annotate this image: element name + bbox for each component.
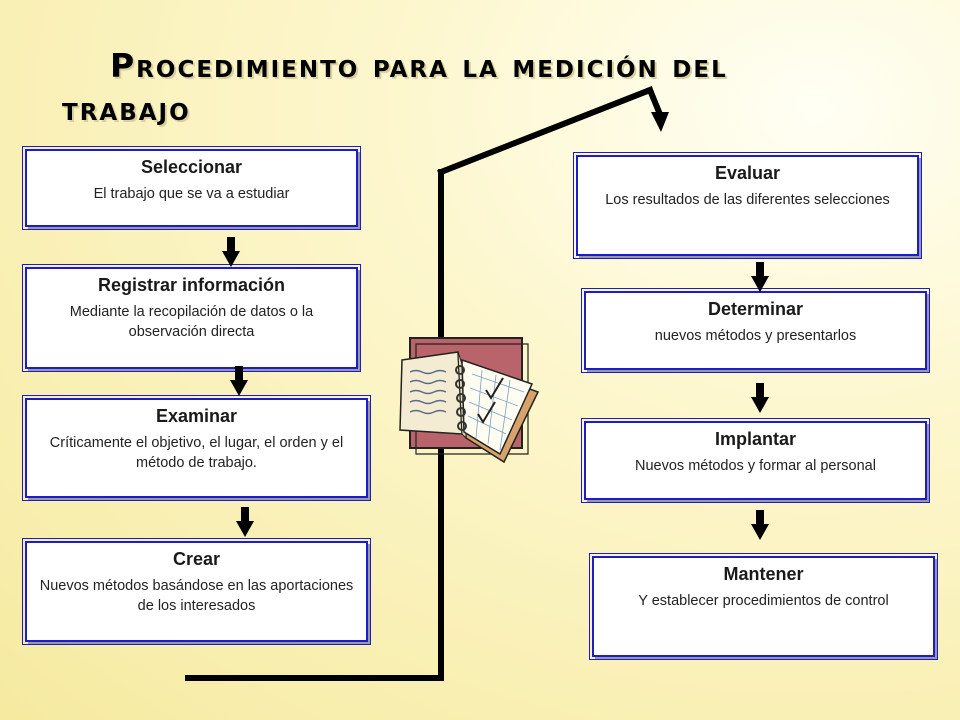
step-description: nuevos métodos y presentarlos xyxy=(654,328,857,344)
step-heading: Evaluar xyxy=(714,163,781,183)
page-title: Procedimiento para la medición del traba… xyxy=(62,46,728,128)
step-examinar: Examinar Críticamente el objetivo, el lu… xyxy=(22,395,371,501)
step-description: Los resultados de las diferentes selecci… xyxy=(605,192,890,208)
step-description: Críticamente el objetivo, el lugar, el o… xyxy=(49,435,344,471)
step-heading: Examinar xyxy=(155,406,238,426)
step-implantar: Implantar Nuevos métodos y formar al per… xyxy=(581,418,930,503)
step-registrar-informacion: Registrar información Mediante la recopi… xyxy=(22,264,361,372)
down-arrow-icon xyxy=(230,366,248,396)
step-description: Mediante la recopilación de datos o la o… xyxy=(69,304,314,340)
down-arrow-icon xyxy=(236,507,254,537)
notebook-checklist-icon xyxy=(399,337,540,464)
step-seleccionar: Seleccionar El trabajo que se va a estud… xyxy=(22,146,361,230)
down-arrow-icon xyxy=(751,510,769,540)
step-heading: Implantar xyxy=(714,429,797,449)
step-crear: Crear Nuevos métodos basándose en las ap… xyxy=(22,538,371,645)
step-heading: Determinar xyxy=(707,299,804,319)
down-arrow-icon xyxy=(222,237,240,267)
step-heading: Mantener xyxy=(723,564,804,584)
down-arrow-icon xyxy=(751,383,769,413)
step-mantener: Mantener Y establecer procedimientos de … xyxy=(589,553,938,660)
step-heading: Seleccionar xyxy=(140,157,243,177)
step-determinar: Determinar nuevos métodos y presentarlos xyxy=(581,288,930,373)
step-description: Nuevos métodos basándose en las aportaci… xyxy=(39,578,354,614)
step-heading: Registrar información xyxy=(97,275,286,295)
down-arrow-icon xyxy=(751,262,769,292)
step-heading: Crear xyxy=(172,549,221,569)
step-description: El trabajo que se va a estudiar xyxy=(93,186,290,202)
step-description: Y establecer procedimientos de control xyxy=(638,593,889,609)
step-description: Nuevos métodos y formar al personal xyxy=(635,458,876,474)
step-evaluar: Evaluar Los resultados de las diferentes… xyxy=(573,152,922,259)
